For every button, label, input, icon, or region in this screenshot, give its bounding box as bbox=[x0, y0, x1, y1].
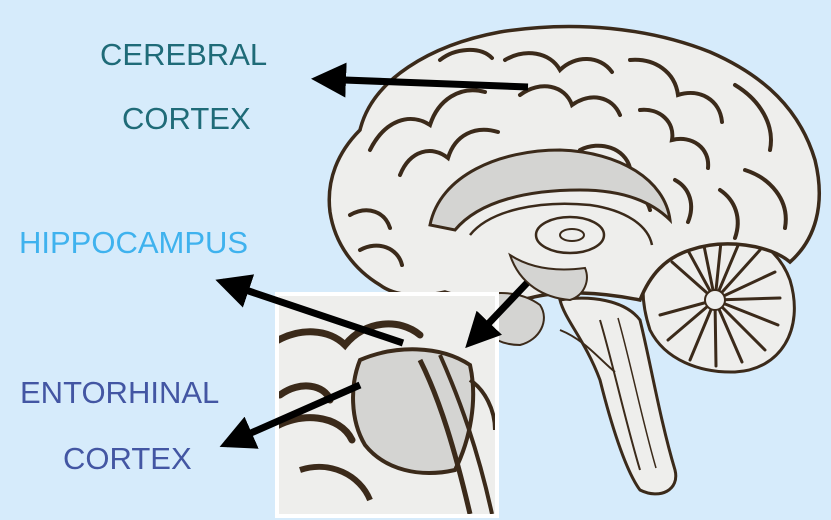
cerebral-cortex-label-line2: CORTEX bbox=[122, 101, 251, 137]
cerebral-cortex-label-line1: CEREBRAL bbox=[100, 37, 267, 73]
entorhinal-cortex-label-line2: CORTEX bbox=[63, 441, 192, 477]
zoom-inset bbox=[270, 292, 499, 518]
entorhinal-cortex-label-line1: ENTORHINAL bbox=[20, 375, 219, 411]
hippocampus-label: HIPPOCAMPUS bbox=[19, 225, 248, 261]
